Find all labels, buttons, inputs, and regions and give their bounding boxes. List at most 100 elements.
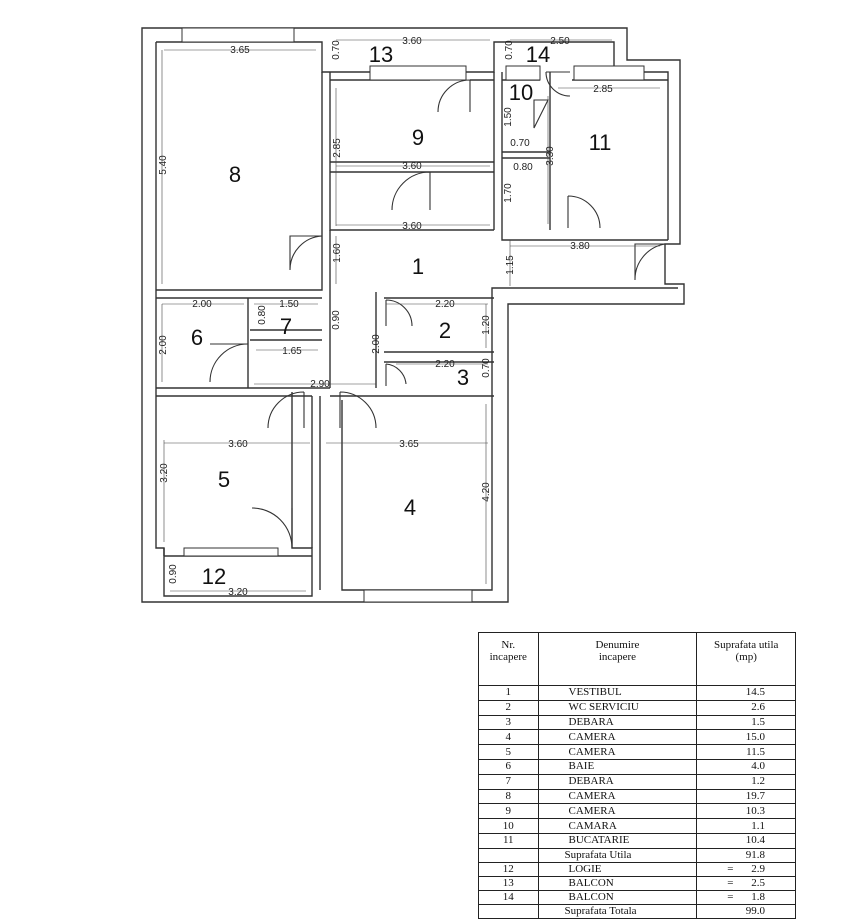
row-nr: 6 — [478, 758, 539, 775]
row-nr: 8 — [478, 788, 539, 805]
row-eq: = — [727, 877, 734, 890]
row-name: CAMERA — [537, 744, 698, 760]
row-area: 10.3 — [696, 803, 796, 820]
row-nr: 12 — [478, 861, 539, 877]
dim-label: 1.50 — [503, 107, 514, 127]
row-nr: 7 — [478, 773, 539, 790]
floor-plan: 1 2 3 4 5 6 7 8 9 10 11 12 13 14 3.65 5.… — [141, 27, 685, 603]
dim-label: 1.20 — [481, 315, 492, 335]
dim-label: 2.00 — [371, 334, 382, 354]
dim-label: 2.20 — [435, 299, 455, 310]
room-label: 14 — [526, 42, 550, 67]
suprafata-utila-label: Suprafata Utila — [537, 847, 698, 863]
row-nr: 10 — [478, 818, 539, 834]
dim-label: 3.60 — [228, 439, 248, 450]
row-area: =2.5 — [696, 875, 796, 891]
dim-label: 2.90 — [310, 379, 330, 390]
row-area: 14.5 — [696, 685, 796, 701]
row-name: CAMARA — [537, 818, 698, 834]
row-name: WC SERVICIU — [537, 699, 698, 716]
dim-label: 3.20 — [228, 587, 248, 598]
room-label: 8 — [229, 162, 241, 187]
row-area: =1.8 — [696, 889, 796, 905]
row-nr: 5 — [478, 744, 539, 760]
row-eq: = — [727, 863, 734, 876]
room-label: 4 — [404, 495, 416, 520]
dim-label: 0.70 — [510, 138, 530, 149]
room-label: 11 — [589, 130, 612, 155]
row-name: BALCON — [537, 875, 698, 891]
suprafata-totala-label: Suprafata Totala — [537, 903, 698, 919]
outer-walls — [141, 27, 685, 603]
dimension-lines — [161, 39, 660, 592]
dim-label: 0.90 — [331, 310, 342, 330]
row-nr: 1 — [478, 685, 539, 701]
dim-label: 2.50 — [550, 36, 570, 47]
room-label: 6 — [191, 325, 203, 350]
suprafata-totala-row: Suprafata Totala 99.0 — [478, 903, 796, 919]
room-label: 12 — [202, 564, 226, 589]
dim-label: 0.70 — [481, 358, 492, 378]
room-label: 13 — [369, 42, 393, 67]
row-area: 2.6 — [696, 699, 796, 716]
dim-label: 0.70 — [331, 40, 342, 60]
dim-label: 0.70 — [504, 40, 515, 60]
row-area: 1.1 — [696, 818, 796, 834]
row-area: =2.9 — [696, 861, 796, 877]
dim-label: 3.30 — [545, 146, 556, 166]
suprafata-totala-value: 99.0 — [696, 903, 796, 919]
room-label: 2 — [439, 318, 451, 343]
dim-label: 1.65 — [282, 346, 302, 357]
dim-label: 3.65 — [399, 439, 419, 450]
dim-label: 1.70 — [503, 183, 514, 203]
row-area: 19.7 — [696, 788, 796, 805]
room-label: 5 — [218, 467, 230, 492]
row-nr: 13 — [478, 875, 539, 891]
windows — [181, 27, 645, 603]
row-nr: 3 — [478, 714, 539, 731]
row-area: 11.5 — [696, 744, 796, 760]
row-name: DEBARA — [537, 773, 698, 790]
header-nr: Nr.incapere — [478, 632, 539, 686]
dim-label: 0.80 — [513, 162, 533, 173]
dim-label: 2.20 — [435, 359, 455, 370]
row-name: BUCATARIE — [537, 832, 698, 849]
row-name: BALCON — [537, 889, 698, 905]
dim-label: 2.00 — [158, 335, 169, 355]
row-nr: 14 — [478, 889, 539, 905]
room-label: 10 — [509, 80, 533, 105]
dim-label: 3.60 — [402, 161, 422, 172]
row-area: 10.4 — [696, 832, 796, 849]
suprafata-utila-row: Suprafata Utila 91.8 — [478, 847, 796, 863]
dim-label: 3.80 — [570, 241, 590, 252]
dim-label: 3.60 — [402, 36, 422, 47]
dim-label: 3.20 — [159, 463, 170, 483]
row-name: CAMERA — [537, 788, 698, 805]
row-name: LOGIE — [537, 861, 698, 877]
row-name: CAMERA — [537, 803, 698, 820]
row-area: 15.0 — [696, 729, 796, 746]
suprafata-utila-value: 91.8 — [696, 847, 796, 863]
doors — [209, 71, 666, 549]
dim-label: 2.00 — [192, 299, 212, 310]
row-eq: = — [727, 891, 734, 904]
row-nr: 11 — [478, 832, 539, 849]
row-name: BAIE — [537, 758, 698, 775]
dim-label: 2.85 — [593, 84, 613, 95]
dim-label: 3.60 — [402, 221, 422, 232]
room-label: 1 — [412, 254, 424, 279]
row-area: 1.2 — [696, 773, 796, 790]
